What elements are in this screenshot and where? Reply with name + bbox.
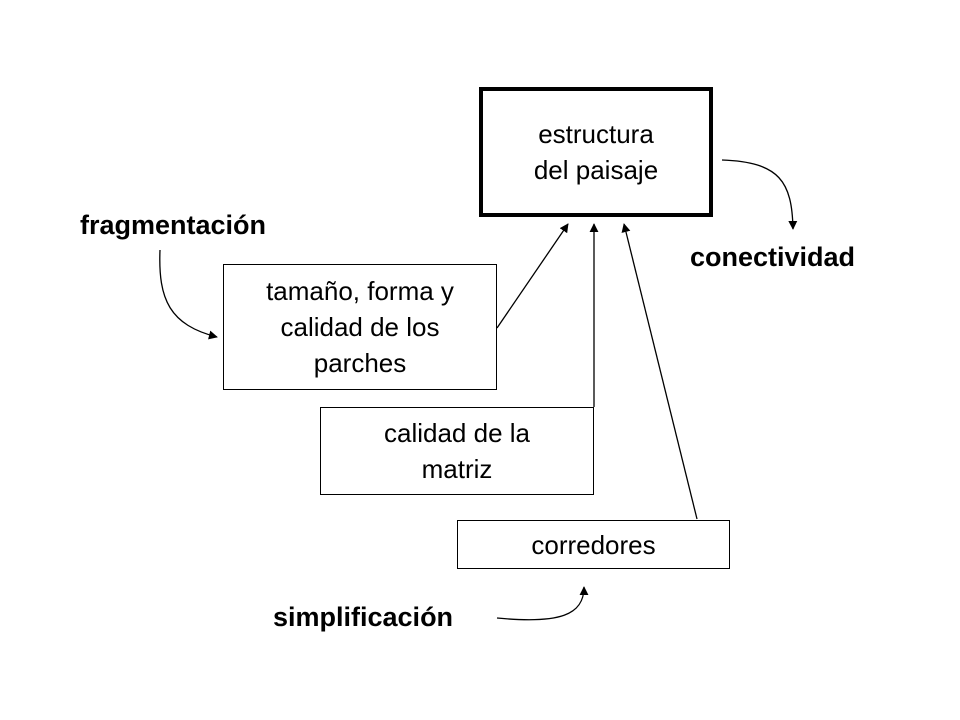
arrow-simplification-to-corridors <box>496 586 589 621</box>
arrow-patches-to-structure <box>496 223 569 329</box>
simplification-label: simplificación <box>273 602 454 632</box>
matrix-box: calidad de la matriz <box>320 407 594 495</box>
connectivity-label: conectividad <box>690 242 856 272</box>
arrow-fragmentation-to-patches <box>159 249 218 340</box>
arrow-structure-to-connectivity <box>721 159 798 230</box>
patches-box: tamaño, forma y calidad de los parches <box>223 264 497 390</box>
fragmentation-label: fragmentación <box>80 210 267 240</box>
arrow-corridors-to-structure <box>621 223 698 520</box>
corridors-box: corredores <box>457 520 730 569</box>
landscape-structure-box: estructura del paisaje <box>479 87 713 217</box>
